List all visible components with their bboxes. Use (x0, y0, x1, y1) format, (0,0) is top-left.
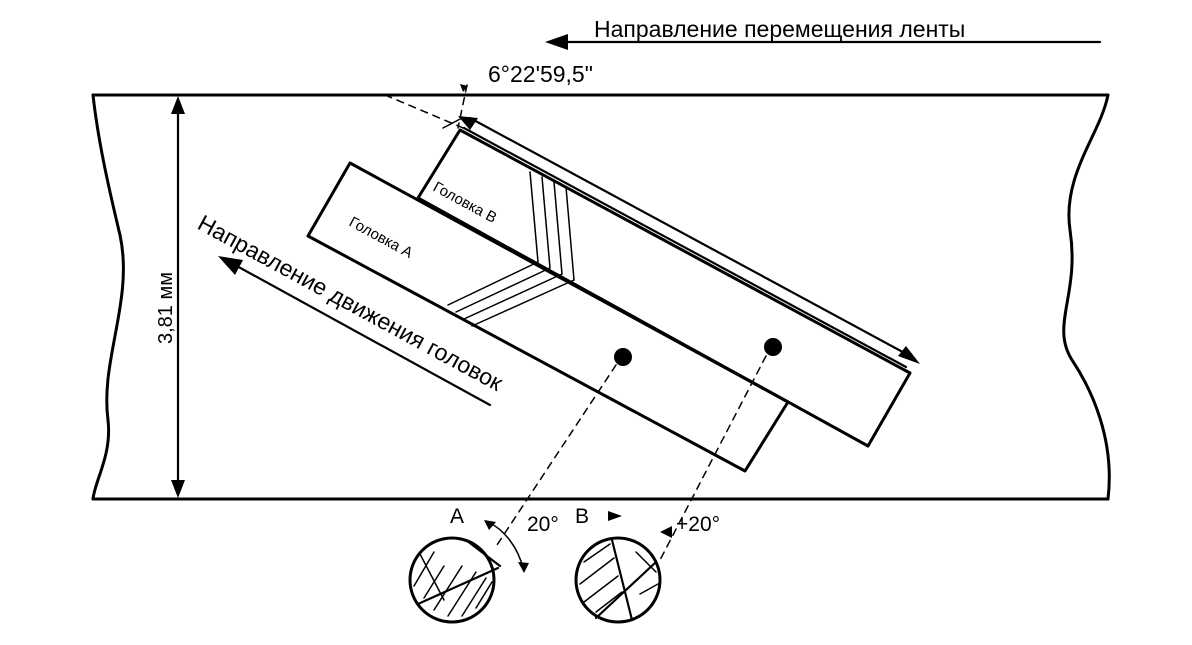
azimuth-a-value: 20° (527, 513, 559, 536)
azimuth-b-letter: В (575, 505, 589, 528)
angle-construction (384, 84, 469, 131)
azimuth-a-letter: А (450, 505, 464, 528)
azimuth-b-marker (608, 511, 622, 521)
tape-width-label: 3,81 мм (155, 272, 177, 344)
azimuth-b-arrow (660, 526, 672, 538)
gap-detail-b (574, 536, 662, 624)
head-a-label: Головка А (346, 214, 415, 262)
scan-track-arrow (458, 116, 920, 369)
head-motion-label: Направление движения головок (194, 210, 508, 397)
head-b-gap-dot (764, 338, 782, 356)
tape-outline (91, 93, 1111, 501)
tape-direction-label: Направление перемещения ленты (594, 16, 965, 42)
head-b-label: Головка В (430, 179, 499, 227)
tape-direction-arrow (545, 34, 1102, 50)
head-motion-arrow (218, 256, 492, 407)
head-a-gap-dot (614, 348, 632, 366)
azimuth-b-value: +20° (676, 513, 720, 536)
tape-width-dimension (171, 96, 185, 498)
track-stripes (447, 171, 575, 327)
angle-label: 6°22'59,5" (488, 61, 593, 87)
head-b-body (416, 128, 912, 448)
azimuth-a-arc (484, 520, 529, 573)
gap-detail-a (408, 536, 502, 624)
projection-lines (494, 355, 767, 561)
